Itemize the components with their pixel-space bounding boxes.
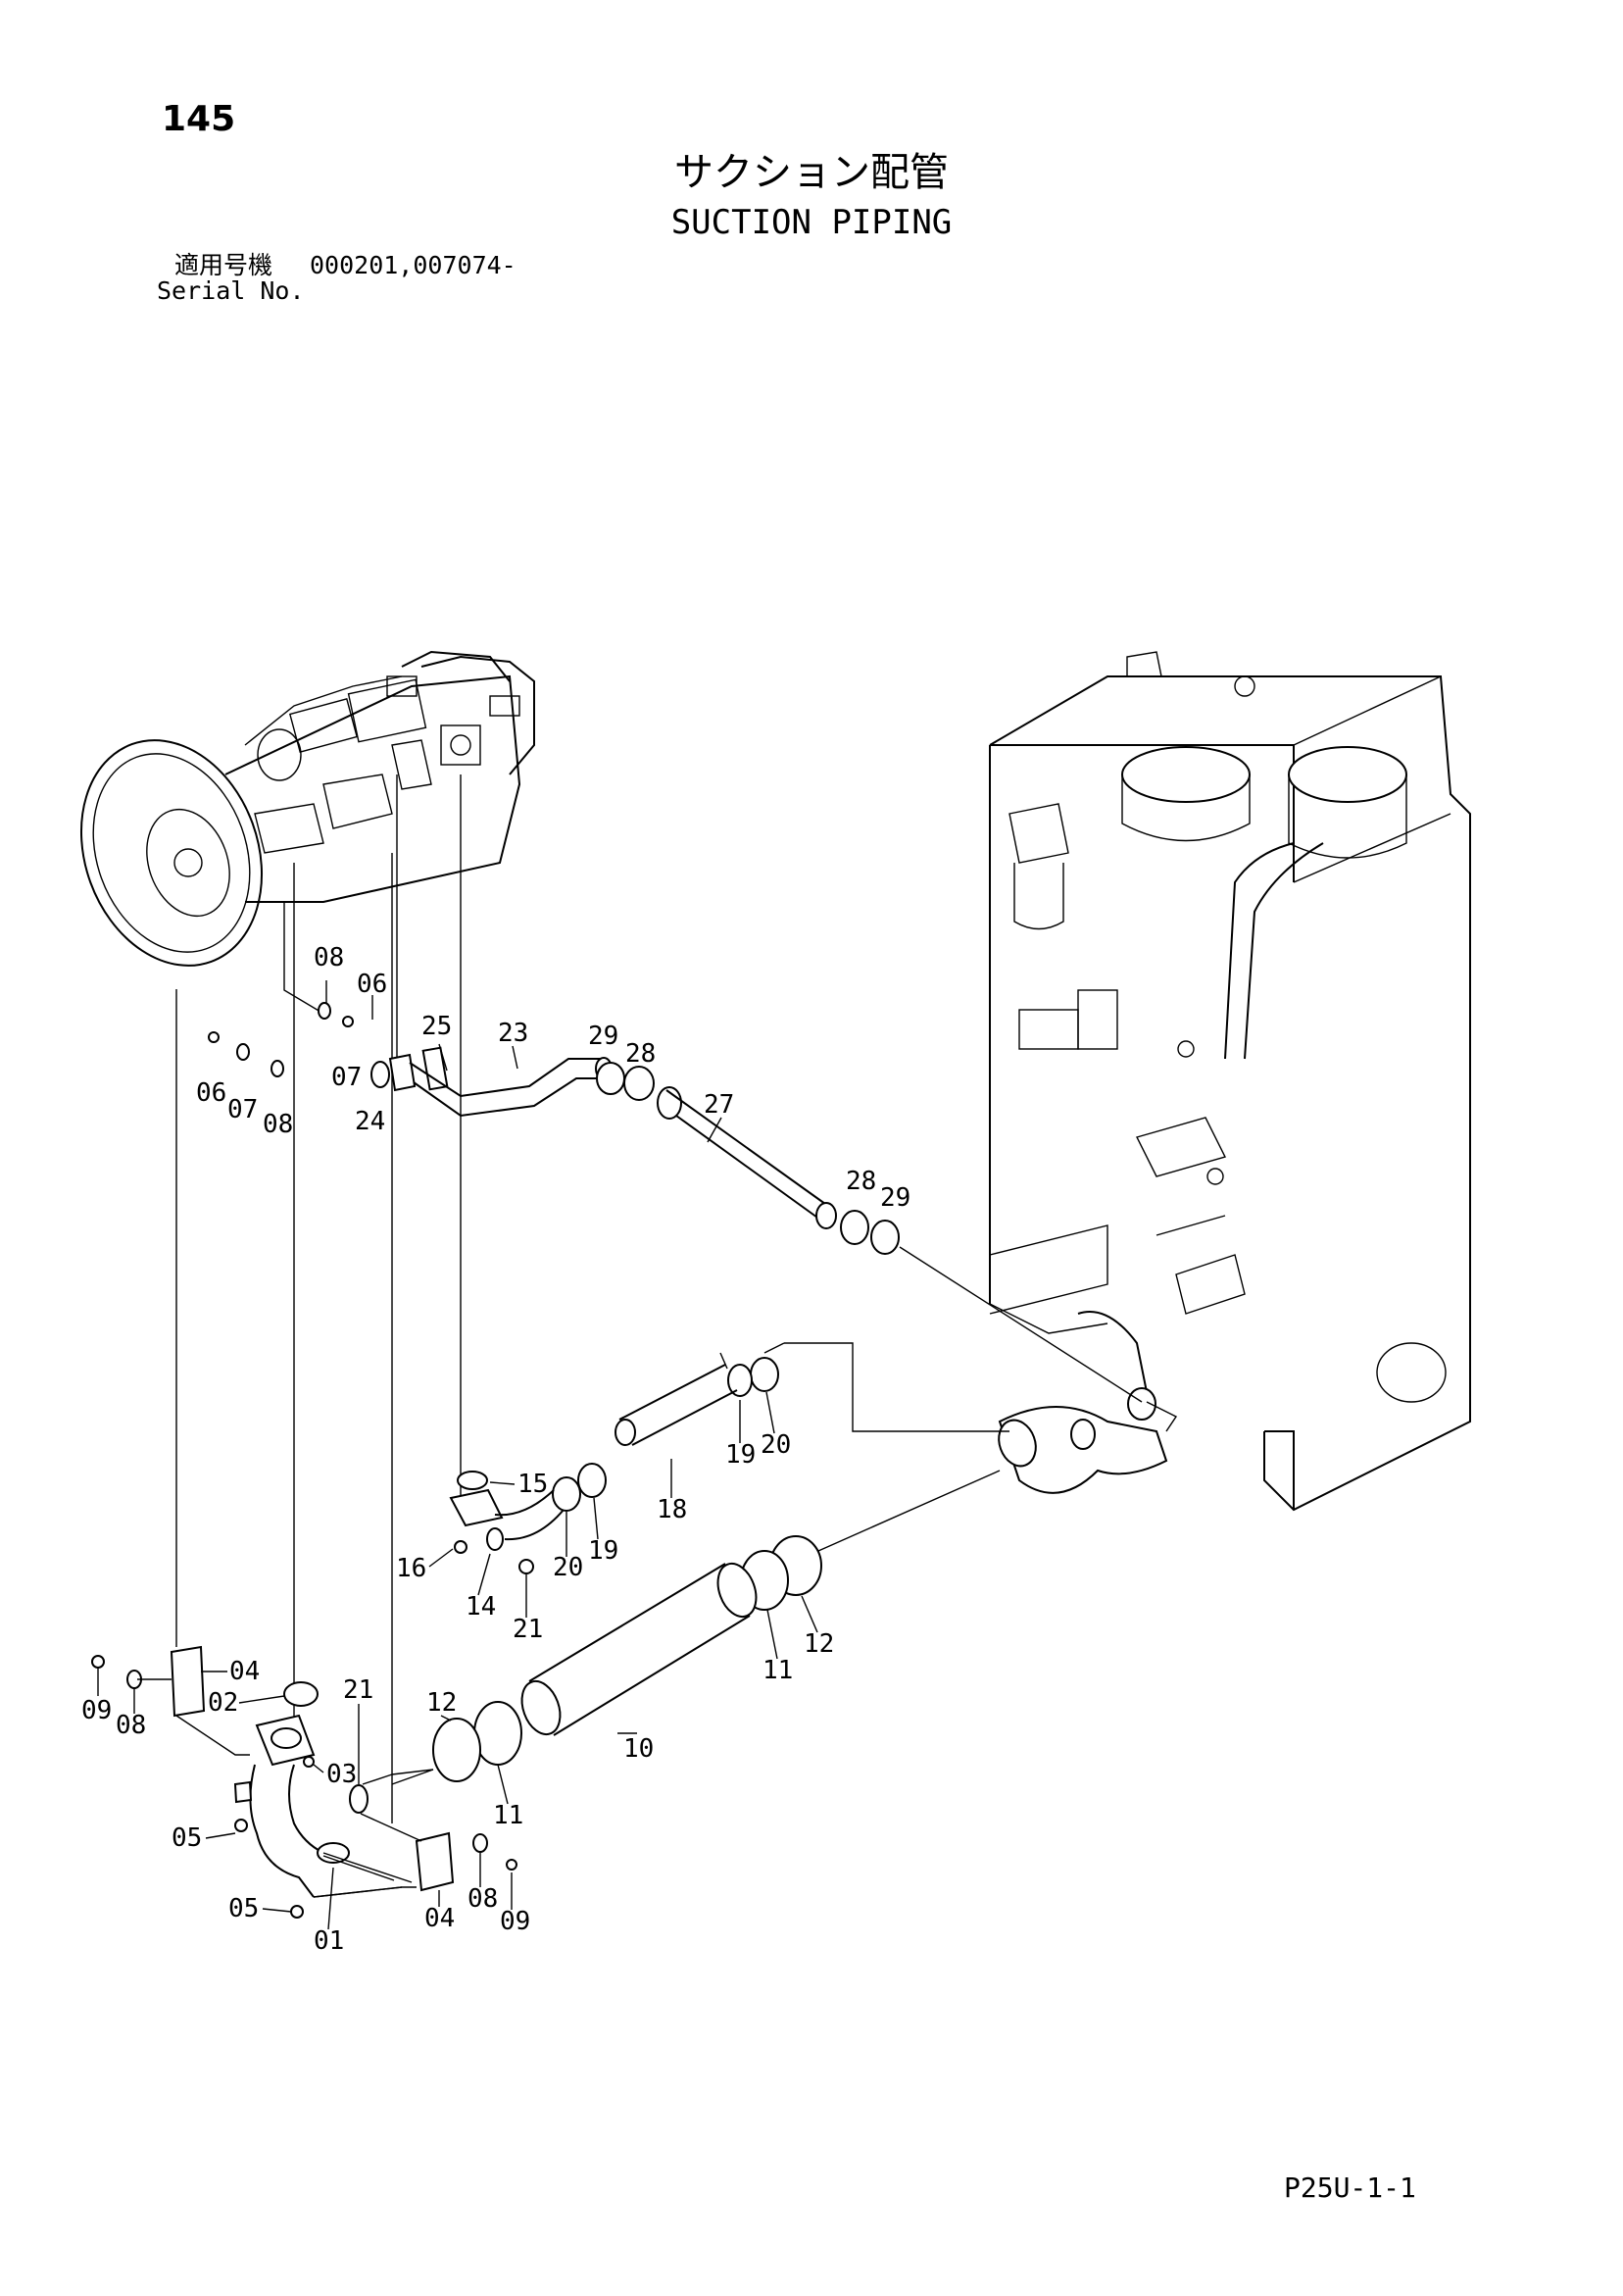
callout-07-left: 07 [227, 1095, 258, 1124]
page-title-en: SUCTION PIPING [670, 203, 953, 242]
callout-20-lower: 20 [553, 1553, 583, 1582]
callout-15: 15 [517, 1470, 548, 1499]
callout-09-left: 09 [81, 1696, 112, 1725]
callout-05-lower: 05 [228, 1894, 259, 1923]
callout-19-upper: 19 [725, 1440, 756, 1470]
callout-08-bottom: 08 [467, 1884, 498, 1914]
callout-08-left: 08 [263, 1110, 293, 1139]
hydraulic-tank [989, 651, 1471, 1512]
pump-leader-lines [175, 774, 462, 1823]
callout-19-lower: 19 [588, 1536, 618, 1566]
serial-label-en: Serial No. [157, 276, 305, 305]
middle-suction-line [449, 1342, 1009, 1574]
callout-16: 16 [396, 1554, 426, 1583]
callout-28-lower: 28 [846, 1167, 876, 1196]
callout-24: 24 [355, 1107, 385, 1136]
callout-12-right: 12 [804, 1629, 834, 1659]
callout-03: 03 [326, 1760, 357, 1789]
callout-27: 27 [704, 1090, 734, 1120]
page-number: 145 [162, 99, 236, 139]
hydraulic-pump-assembly [79, 650, 535, 967]
callout-11-left: 11 [493, 1801, 523, 1830]
callout-20-upper: 20 [761, 1430, 791, 1460]
callout-11-right: 11 [762, 1656, 793, 1685]
callout-08-top: 08 [314, 943, 344, 973]
serial-label-jp: 適用号機 [174, 251, 273, 279]
callout-07-mid: 07 [331, 1063, 362, 1092]
callout-21-mid: 21 [513, 1615, 543, 1644]
callout-02: 02 [208, 1688, 238, 1718]
callout-21-low: 21 [343, 1675, 373, 1705]
callout-09-bottom: 09 [500, 1907, 530, 1936]
callout-04-top: 04 [229, 1657, 260, 1686]
suction-elbow-assembly [91, 1645, 517, 1919]
callout-23: 23 [498, 1019, 528, 1048]
callout-12-left: 12 [426, 1688, 457, 1718]
callout-04-bottom: 04 [424, 1904, 455, 1933]
callout-29-lower: 29 [880, 1183, 910, 1213]
callout-10: 10 [623, 1734, 654, 1764]
callout-14: 14 [466, 1592, 496, 1622]
callout-01: 01 [314, 1926, 344, 1956]
lower-suction-line [391, 1470, 1001, 1785]
callout-labels: 08 06 06 07 08 25 23 29 28 27 07 24 28 2… [81, 943, 910, 1956]
callout-06-top: 06 [357, 970, 387, 999]
callout-05-upper: 05 [172, 1823, 202, 1853]
page-code: P25U-1-1 [1284, 2171, 1416, 2204]
page-title-jp: サクション配管 [674, 150, 949, 195]
serial-value: 000201,007074- [310, 251, 516, 279]
callout-18: 18 [657, 1495, 687, 1524]
tank-suction-outlet [998, 1311, 1178, 1494]
upper-suction-line [370, 1043, 1143, 1403]
callout-08-left-low: 08 [116, 1711, 146, 1740]
callout-25: 25 [421, 1012, 452, 1041]
callout-28-upper: 28 [625, 1039, 656, 1069]
callout-29-upper: 29 [588, 1022, 618, 1051]
callout-06-left: 06 [196, 1078, 226, 1108]
